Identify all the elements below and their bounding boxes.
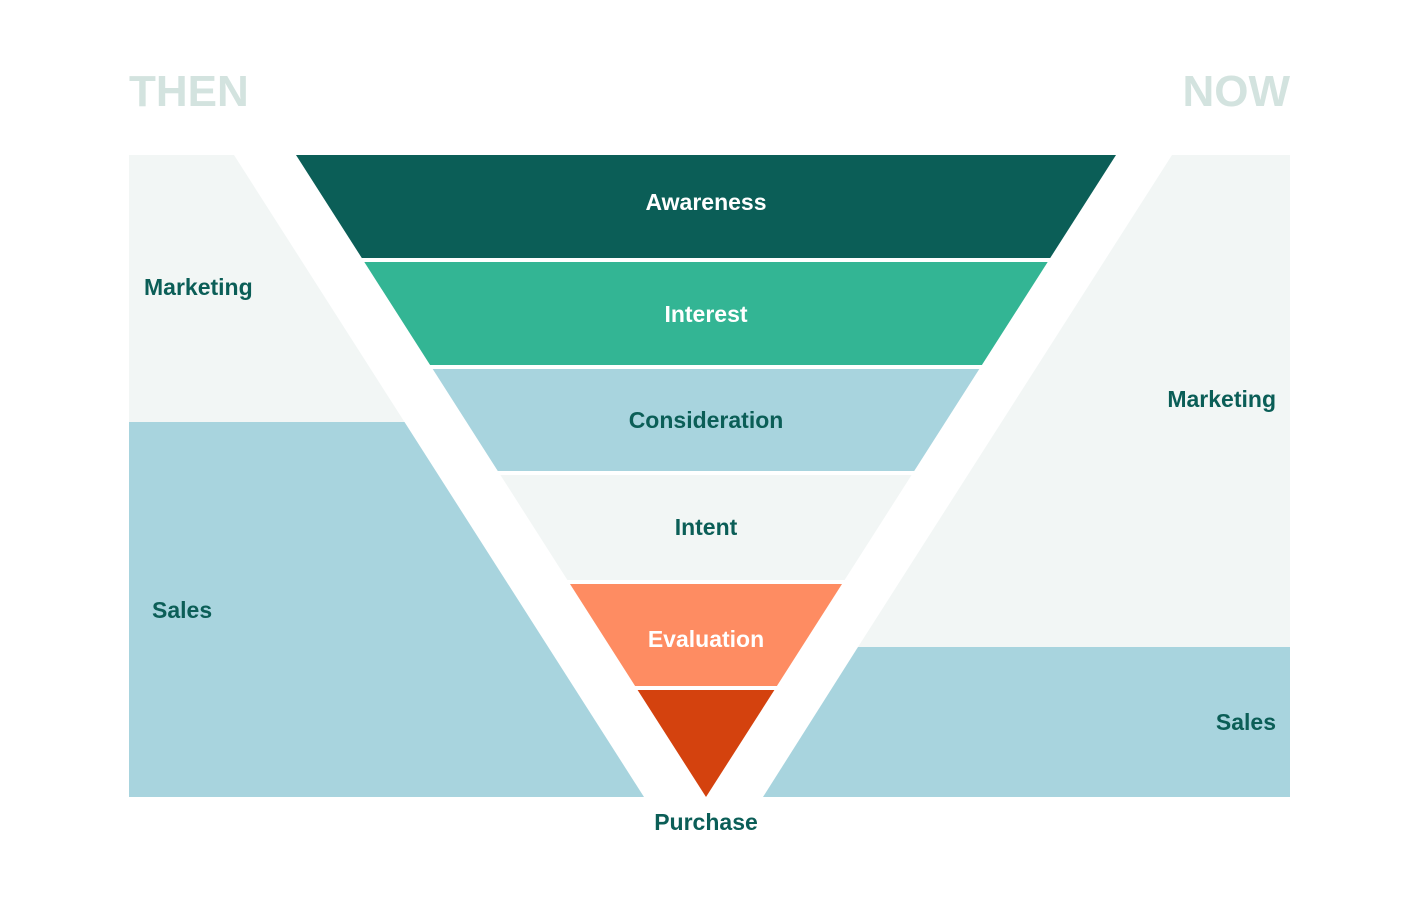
then-heading: THEN: [129, 67, 249, 116]
now-sales-area: [763, 647, 1290, 797]
stage-label-evaluation: Evaluation: [648, 626, 764, 652]
now-marketing-area: [858, 155, 1290, 647]
stage-interest: [364, 262, 1048, 365]
now-sales-label: Sales: [1216, 709, 1276, 735]
stage-label-intent: Intent: [675, 514, 738, 540]
then-marketing-area: [129, 155, 405, 422]
now-heading: NOW: [1182, 67, 1290, 116]
stage-consideration: [432, 369, 980, 471]
then-sales-area: [129, 422, 644, 797]
stage-label-awareness: Awareness: [645, 189, 766, 215]
stage-label-purchase: Purchase: [654, 809, 758, 835]
then-sales-label: Sales: [152, 597, 212, 623]
now-marketing-label: Marketing: [1167, 386, 1276, 412]
then-marketing-label: Marketing: [144, 274, 253, 300]
stage-evaluation: [570, 584, 842, 686]
stage-intent: [500, 475, 912, 580]
stage-awareness: [296, 155, 1116, 258]
stage-purchase: [637, 690, 775, 797]
stage-label-consideration: Consideration: [629, 407, 784, 433]
stage-label-interest: Interest: [664, 301, 747, 327]
